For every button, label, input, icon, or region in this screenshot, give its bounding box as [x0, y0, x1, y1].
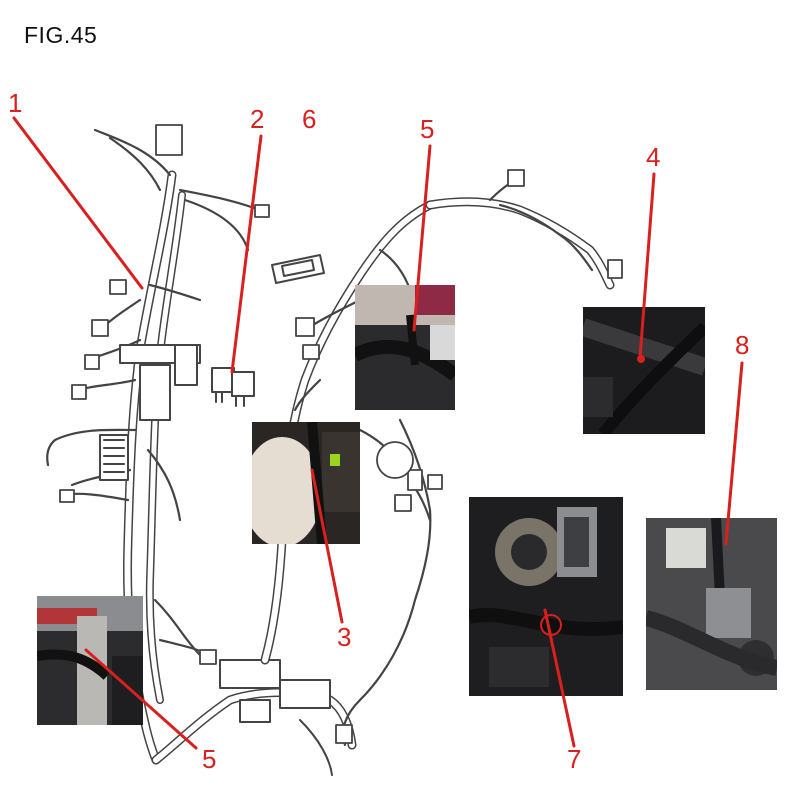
callout-3: 3 — [337, 622, 352, 652]
callout-1: 1 — [8, 88, 23, 118]
photo-inset-routing-7 — [469, 497, 623, 696]
callout-7: 7 — [567, 744, 582, 774]
photo-inset-routing-3 — [252, 422, 360, 544]
photo-inset-routing-4 — [583, 307, 705, 434]
callout-5-lower: 5 — [202, 744, 217, 774]
photo-inset-routing-8 — [646, 518, 777, 690]
relay-pair — [211, 367, 255, 407]
callout-5-upper: 5 — [420, 114, 435, 144]
callout-2: 2 — [250, 104, 265, 134]
figure-title: FIG.45 — [24, 22, 98, 48]
photo-inset-routing-5-lower — [37, 596, 143, 725]
right-harness-trunk — [260, 197, 615, 665]
left-harness-central-bundle — [99, 344, 201, 481]
callout-4: 4 — [646, 142, 661, 172]
label-plate — [271, 254, 325, 284]
photo-inset-routing-5-upper — [355, 285, 455, 410]
right-harness-connectors — [295, 169, 623, 744]
lower-cross-bundle — [151, 659, 357, 776]
callout-8: 8 — [735, 330, 750, 360]
callout-6: 6 — [302, 104, 317, 134]
